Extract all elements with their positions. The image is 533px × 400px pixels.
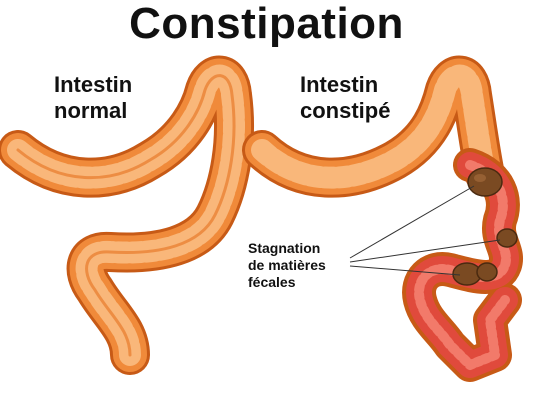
stagnation-label-line2: de matières <box>248 257 326 273</box>
pointer-lines <box>349 185 501 276</box>
constipated-intestine-label: Intestin constipé <box>300 72 390 124</box>
feces-mass-4 <box>476 262 498 282</box>
feces-mass-1 <box>467 167 503 197</box>
normal-intestine-label: Intestin normal <box>54 72 132 124</box>
stagnation-label-line3: fécales <box>248 274 296 290</box>
constipated-label-line1: Intestin <box>300 72 379 97</box>
normal-label-line2: normal <box>54 98 128 123</box>
constipated-label-line2: constipé <box>300 98 391 123</box>
page-title: Constipation <box>129 0 404 48</box>
normal-intestine <box>0 55 254 375</box>
normal-label-line1: Intestin <box>54 72 133 97</box>
feces-mass-2 <box>496 228 518 248</box>
stagnation-label-line1: Stagnation <box>248 240 321 256</box>
constipated-intestine <box>242 55 523 382</box>
stagnation-label: Stagnation de matières fécales <box>248 240 326 291</box>
